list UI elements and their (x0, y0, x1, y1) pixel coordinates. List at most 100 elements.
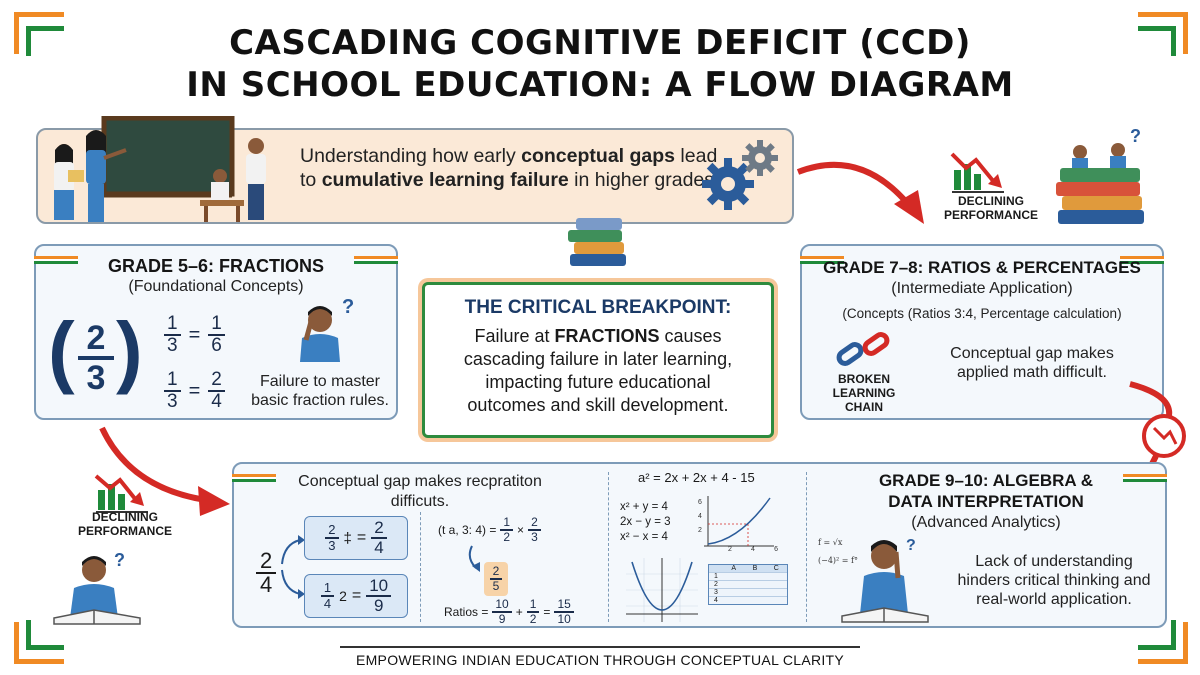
graph-y-tick: 6 (698, 499, 702, 506)
frac-num: 10 (366, 577, 392, 597)
critical-body: Failure at FRACTIONS causes cascading fa… (425, 325, 771, 417)
divider (608, 472, 609, 622)
paren-right: ) (116, 306, 143, 395)
corner-decor-top-left (14, 12, 74, 62)
frac-num: 2 (489, 565, 503, 580)
curve-graph (704, 496, 774, 547)
table-row: 1 (709, 572, 787, 580)
frac-num: 2 (208, 370, 225, 392)
branch-arrows (281, 535, 305, 599)
graph-y-ticks: 6 4 2 (698, 496, 702, 538)
frac-den: 2 (503, 530, 511, 544)
intro-emphasis-failure: cumulative learning failure (321, 169, 569, 191)
title-line-1: CASCADING COGNITIVE DEFICIT (CCD) (229, 23, 971, 63)
caption-line: Failure to master (259, 373, 381, 390)
frac-num: 1 (208, 314, 225, 336)
table-row-label: 4 (714, 597, 718, 604)
gap-line: Conceptual gap makes recpratiton (298, 473, 542, 490)
equals-sign: = (188, 379, 201, 402)
caption-line: Lack of understanding (975, 553, 1133, 570)
grade-7-8-caption: Conceptual gap makes applied math diffic… (932, 344, 1132, 382)
frac-den: 3 (531, 530, 538, 544)
table-header-cell: B (752, 565, 758, 572)
ratio-expr-text: (t a, 3: 4) = (438, 523, 497, 537)
frac-den: 10 (557, 612, 571, 626)
studying-student-illustration: ? (53, 550, 141, 625)
divider (420, 512, 421, 622)
declining-label-line: PERFORMANCE (77, 524, 172, 538)
gap-line: difficuts. (390, 493, 450, 510)
table-header-cell: C (773, 565, 779, 572)
frac-den: 3 (328, 538, 336, 553)
divider (806, 472, 807, 622)
frac-num: 2 (325, 523, 339, 539)
graph-y-tick: 2 (698, 527, 702, 534)
grade-9-10-caption: Lack of understanding hinders critical t… (946, 552, 1162, 609)
frac-den: 4 (260, 572, 273, 597)
books-icon (568, 218, 626, 266)
grade-7-8-concepts: (Concepts (Ratios 3:4, Percentage calcul… (842, 306, 1122, 321)
arrow-icon (99, 426, 230, 516)
broken-chain-label: BROKEN LEARNING CHAIN (814, 372, 914, 414)
critical-text-part: causes (659, 326, 722, 346)
declining-label-left: DECLINING PERFORMANCE (60, 510, 190, 538)
broken-chain-icon (836, 332, 890, 366)
caption-line: real-world application. (976, 591, 1132, 608)
frac-num: 1 (526, 598, 540, 613)
frac-num: 1 (164, 314, 181, 336)
frac-num: 2 (256, 550, 277, 574)
grade-7-8-subtitle: (Intermediate Application) (891, 280, 1073, 297)
frac-den: 3 (167, 335, 178, 356)
card-symbol: 2 (339, 588, 347, 604)
frac-den: 2 (529, 612, 537, 626)
grade-5-6-caption: Failure to master basic fraction rules. (240, 372, 400, 410)
frac-den: 5 (492, 579, 500, 593)
grade-5-6-title: GRADE 5–6: FRACTIONS (107, 256, 325, 276)
caption-line: Conceptual gap makes (950, 345, 1114, 362)
formula-notes: f = √x (−4)² = f° (818, 534, 858, 570)
system-line: x² + y = 4 (620, 501, 668, 513)
intro-text: Understanding how early conceptual gaps … (300, 144, 720, 192)
tricolor-stripe (34, 256, 78, 264)
grade-9-10-subtitle: (Advanced Analytics) (911, 514, 1061, 531)
caption-line: basic fraction rules. (251, 392, 389, 409)
frac-num: 1 (500, 516, 514, 531)
corner-decor-bottom-left (14, 614, 74, 664)
title-line-2: IN SCHOOL EDUCATION: A FLOW DIAGRAM (186, 65, 1014, 105)
footer-tagline: EMPOWERING INDIAN EDUCATION THROUGH CONC… (355, 652, 845, 668)
card-symbol: ‡ (343, 529, 352, 547)
frac-num: 1 (164, 370, 181, 392)
footer-rule (340, 646, 860, 648)
big-fraction: ( 2 3 ) (48, 306, 144, 404)
declining-label-top: DECLINING PERFORMANCE (936, 194, 1046, 222)
critical-text-part: Failure at (474, 326, 555, 346)
table-header-cell: A (731, 565, 736, 572)
paren-left: ( (48, 306, 75, 395)
system-line: 2x − y = 3 (620, 516, 671, 528)
declining-chart-icon (94, 474, 148, 513)
frac-num: 15 (554, 598, 574, 613)
frac-den: 3 (167, 391, 178, 412)
declining-label-line: DECLINING (958, 194, 1024, 208)
table-row: 3 (709, 588, 787, 596)
declining-chart-icon (950, 152, 1004, 193)
question-mark-icon: ? (342, 296, 355, 318)
tricolor-stripe (1120, 256, 1164, 264)
data-table: A B C 1 2 3 4 (708, 564, 788, 605)
intro-text-part: in higher grades. (568, 169, 720, 191)
declining-label-line: DECLINING (92, 510, 158, 524)
table-row: 4 (709, 596, 787, 604)
graph-x-tick: 2 (728, 546, 732, 553)
tricolor-stripe (354, 256, 398, 264)
intro-emphasis-gaps: conceptual gaps (521, 145, 676, 167)
chain-label-line: CHAIN (845, 400, 883, 414)
declining-label-line: PERFORMANCE (943, 208, 1038, 222)
intro-text-part: Understanding how early (300, 145, 522, 167)
critical-title: THE CRITICAL BREAKPOINT: (464, 297, 732, 318)
critical-line: cascading failure in later learning, (463, 349, 733, 369)
